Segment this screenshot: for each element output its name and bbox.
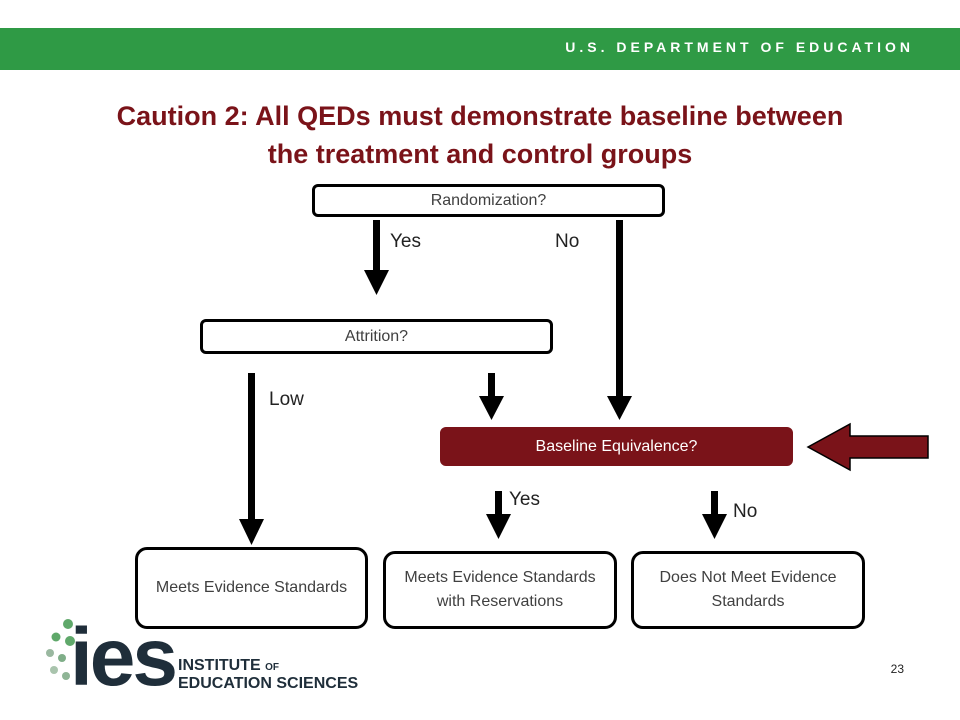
page-number: 23 (890, 662, 904, 676)
title-line-1: Caution 2: All QEDs must demonstrate bas… (116, 101, 844, 131)
arrow-baseline-yes (486, 491, 511, 539)
label-low-attrition: Low (269, 389, 304, 410)
ies-logo-line-1: INSTITUTE OF (178, 657, 279, 675)
ies-logo-dots (46, 619, 75, 680)
title-line-2: the treatment and control groups (267, 139, 693, 169)
ies-logo-institute: INSTITUTE (178, 657, 261, 674)
department-name: U.S. DEPARTMENT OF EDUCATION (565, 39, 914, 55)
arrow-randomization-no (607, 220, 632, 420)
arrow-baseline-no (702, 491, 727, 539)
label-yes-randomization: Yes (390, 231, 421, 252)
does-not-meet-node: Does Not Meet Evidence Standards (631, 551, 865, 629)
slide-title: Caution 2: All QEDs must demonstrate bas… (0, 97, 960, 173)
header-banner: U.S. DEPARTMENT OF EDUCATION (0, 28, 960, 70)
arrow-randomization-yes (364, 220, 389, 295)
meets-with-reservations-node: Meets Evidence Standards with Reservatio… (383, 551, 617, 629)
randomization-node: Randomization? (312, 184, 665, 217)
label-yes-baseline: Yes (509, 489, 540, 510)
meets-standards-node: Meets Evidence Standards (135, 547, 368, 629)
attrition-node: Attrition? (200, 319, 553, 354)
ies-logo-of: OF (265, 662, 280, 673)
baseline-equivalence-node: Baseline Equivalence? (440, 427, 793, 466)
label-no-baseline: No (733, 501, 758, 522)
highlight-pointer-arrow (806, 422, 929, 472)
ies-logo-mark: ies (70, 612, 178, 703)
ies-logo-line-2: EDUCATION SCIENCES (178, 675, 359, 692)
arrow-attrition-low (239, 373, 264, 545)
label-no-randomization: No (555, 231, 580, 252)
arrow-attrition-high (479, 373, 504, 420)
